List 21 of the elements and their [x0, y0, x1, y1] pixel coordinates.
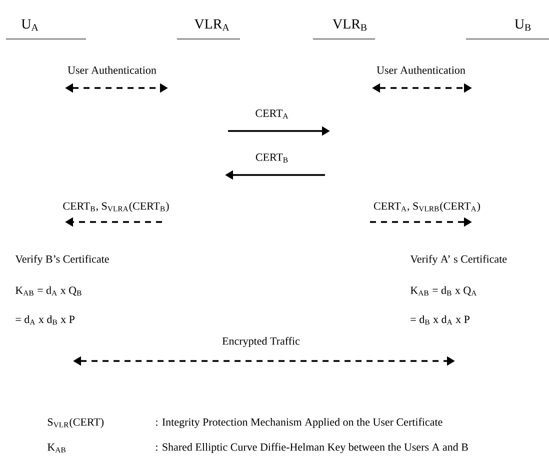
- participant-header: VLR$_{B}$: [313, 19, 375, 40]
- legend-definition: : Shared Elliptic Curve Diffie-Helman Key between the Users A and B: [156, 442, 468, 454]
- participant-header: VLR$_{A}$: [177, 19, 240, 40]
- message-label: CERT$_{A}$: [256, 110, 288, 118]
- legend-term: S$_{VLR}$(CERT): [48, 418, 104, 428]
- key-equation: = d$_{A}$ x d$_{B}$ x P: [16, 315, 75, 325]
- legend-term: K$_{AB}$: [48, 444, 66, 452]
- participant-header: U$_{B}$: [466, 19, 549, 40]
- verification-note: Verify B’s Certificate: [15, 254, 109, 266]
- participant-header: U$_{A}$: [6, 19, 86, 40]
- legend-definition: : Integrity Protection Mechanism Applied on the User Certificate: [156, 418, 442, 428]
- message-label: Encrypted Traffic: [222, 336, 300, 348]
- message-label: CERT$_{A}$, S$_{VLRB}$(CERT$_{A}$): [374, 202, 480, 212]
- key-equation: K$_{AB}$ = d$_{A}$ x Q$_{B}$: [16, 286, 82, 296]
- message-label: User Authentication: [68, 66, 156, 74]
- message-label: User Authentication: [376, 66, 466, 74]
- verification-note: Verify A’ s Certificate: [410, 254, 507, 266]
- key-equation: K$_{AB}$ = d$_{B}$ x Q$_{A}$: [410, 286, 477, 296]
- message-label: CERT$_{B}$, S$_{VLRA}$(CERT$_{B}$): [63, 202, 169, 212]
- message-label: CERT$_{B}$: [256, 154, 288, 162]
- key-equation: = d$_{B}$ x d$_{A}$ x P: [410, 315, 470, 325]
